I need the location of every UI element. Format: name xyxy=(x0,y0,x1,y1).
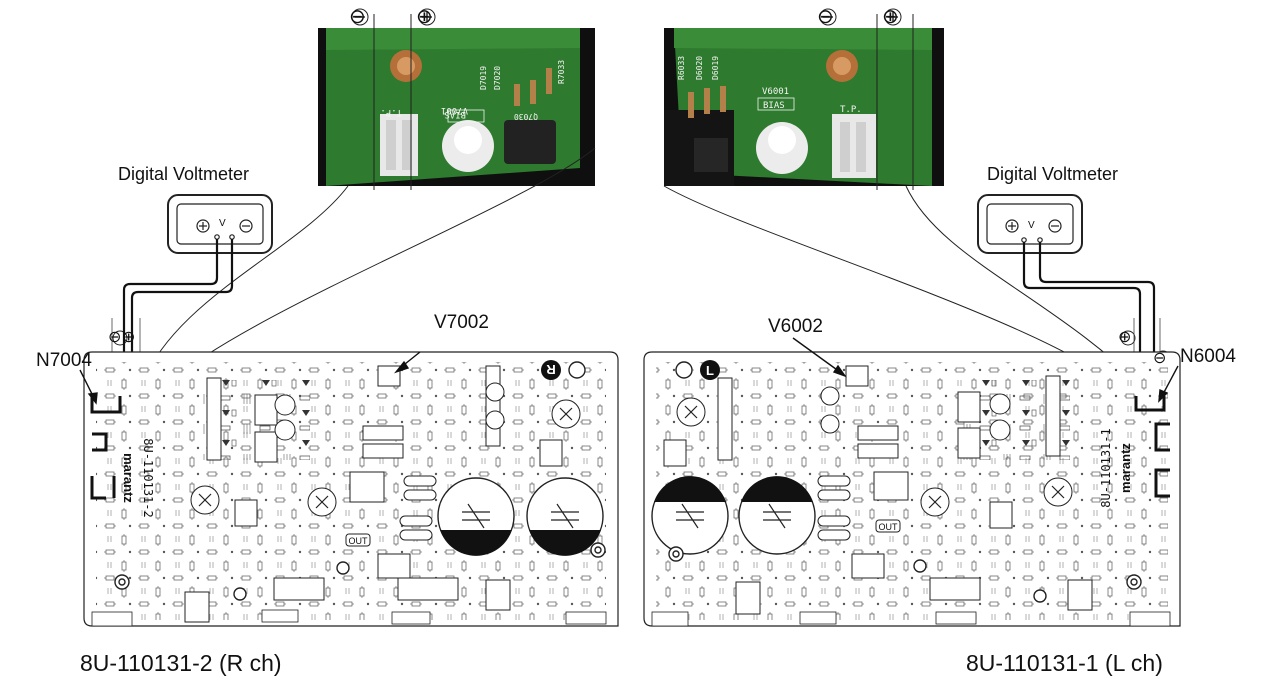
callout-n6004: N6004 xyxy=(1180,346,1236,367)
voltmeter-left-label: Digital Voltmeter xyxy=(118,164,250,184)
board-left-plus-marker: ⊕ xyxy=(122,329,136,346)
callout-n7004: N7004 xyxy=(36,350,92,371)
photo-right-silk-5: D6020 xyxy=(695,56,704,80)
probe-minus-label-left: ⊖ xyxy=(349,6,366,28)
board-right-minus-marker: ⊖ xyxy=(1153,350,1167,367)
left-board-brand-print: marantz xyxy=(121,453,136,503)
right-board-channel-badge: L xyxy=(706,363,714,378)
photo-right-silk-4: R6033 xyxy=(677,56,686,80)
photo-right-silk-2: BIAS xyxy=(763,101,785,111)
right-board-brand-print: marantz xyxy=(1118,443,1133,493)
left-board-out-label: OUT xyxy=(349,536,369,546)
pcb-left: OUT R marantz 8U-110131-2 xyxy=(83,351,619,627)
left-board-pn-print: 8U-110131-2 xyxy=(141,438,155,517)
probe-minus-label-right: ⊖ xyxy=(817,6,834,28)
voltmeter-left-v: V xyxy=(219,218,226,229)
voltmeter-right-label: Digital Voltmeter xyxy=(987,164,1119,184)
board-left-caption: 8U-110131-2 (R ch) xyxy=(80,650,282,676)
photo-right-silk-3: T.P. xyxy=(840,105,862,115)
probe-plus-label-right: ⊕ xyxy=(882,6,899,28)
photo-right-silk-6: D6019 xyxy=(711,56,720,80)
left-board-channel-badge: R xyxy=(546,362,556,377)
photo-left-silk-2: BIAS xyxy=(444,109,466,119)
photo-left-silk-5: D7019 xyxy=(479,66,488,90)
photo-right-bias-adjust: V6001 BIAS T.P. R6033 D6020 D6019 xyxy=(664,28,944,186)
board-right-plus-marker: ⊕ xyxy=(1118,329,1132,346)
right-board-out-label: OUT xyxy=(879,522,899,532)
photo-right-silk-1: V6001 xyxy=(762,87,789,97)
callout-v7002: V7002 xyxy=(434,312,489,333)
voltmeter-left xyxy=(167,194,273,254)
probe-plus-label-left: ⊕ xyxy=(416,6,433,28)
callout-v6002: V6002 xyxy=(768,316,823,337)
photo-left-silk-3: T.P. xyxy=(380,107,402,117)
board-left-minus-marker: ⊖ xyxy=(108,329,122,346)
pcb-right: OUT L marantz 8U-110131-1 xyxy=(643,351,1181,627)
voltmeter-right-v: V xyxy=(1028,220,1035,231)
voltmeter-right xyxy=(977,194,1083,254)
photo-left-silk-6: R7033 xyxy=(557,60,566,84)
right-board-pn-print: 8U-110131-1 xyxy=(1099,428,1113,507)
photo-left-silk-7: Q7030 xyxy=(514,112,538,121)
board-right-caption: 8U-110131-1 (L ch) xyxy=(966,650,1163,676)
photo-left-silk-4: D7020 xyxy=(493,66,502,90)
